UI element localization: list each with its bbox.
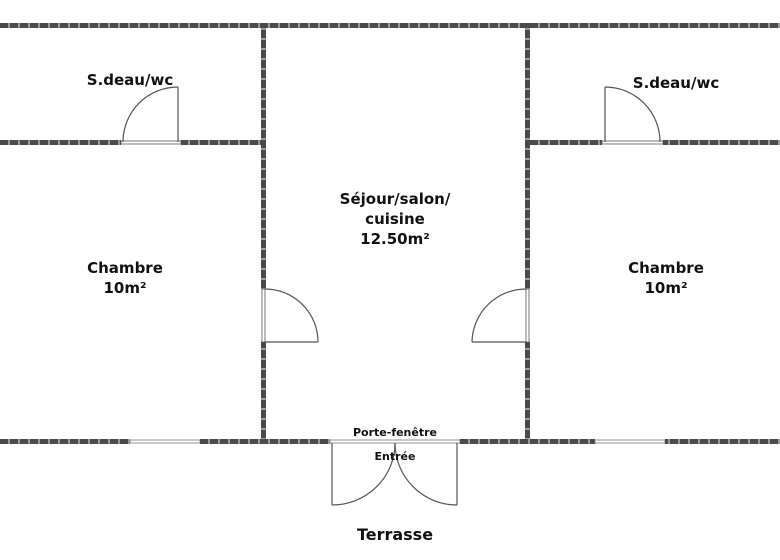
bedroom-right-area: 10m² bbox=[644, 279, 688, 297]
french-window-label: Porte-fenêtre bbox=[335, 426, 455, 439]
bath-left-label: S.deau/wc bbox=[60, 70, 200, 90]
bath-right-name: S.deau/wc bbox=[632, 74, 720, 92]
window-left bbox=[129, 439, 201, 444]
terrace-label: Terrasse bbox=[340, 525, 450, 545]
door-entrance-double bbox=[331, 442, 458, 506]
bedroom-left-label: Chambre 10m² bbox=[55, 258, 195, 298]
entrance-label: Entrée bbox=[355, 450, 435, 463]
bedroom-right-label: Chambre 10m² bbox=[596, 258, 736, 298]
door-bath-right bbox=[604, 86, 661, 143]
living-area: 12.50m² bbox=[360, 230, 430, 248]
french-window-text: Porte-fenêtre bbox=[352, 426, 437, 439]
bottom-wall bbox=[0, 439, 780, 444]
living-left-wall bbox=[261, 23, 266, 443]
living-name-line2: cuisine bbox=[365, 210, 425, 228]
entrance-text: Entrée bbox=[374, 450, 416, 463]
french-window bbox=[329, 439, 461, 444]
door-bedroom-left bbox=[264, 288, 319, 343]
door-bedroom-right bbox=[471, 288, 527, 343]
bath-left-name: S.deau/wc bbox=[86, 71, 174, 89]
bath-right-bottom-wall bbox=[527, 140, 780, 145]
living-name-line1: Séjour/salon/ bbox=[339, 190, 451, 208]
top-wall bbox=[0, 23, 780, 28]
living-right-wall bbox=[525, 23, 530, 443]
bath-left-bottom-wall bbox=[0, 140, 263, 145]
living-label: Séjour/salon/ cuisine 12.50m² bbox=[320, 189, 470, 249]
bedroom-right-name: Chambre bbox=[628, 259, 704, 277]
bath-right-label: S.deau/wc bbox=[606, 73, 746, 93]
bedroom-left-name: Chambre bbox=[87, 259, 163, 277]
terrace-text: Terrasse bbox=[356, 525, 434, 544]
window-right bbox=[594, 439, 666, 444]
bedroom-left-area: 10m² bbox=[103, 279, 147, 297]
door-bath-left bbox=[122, 86, 179, 143]
